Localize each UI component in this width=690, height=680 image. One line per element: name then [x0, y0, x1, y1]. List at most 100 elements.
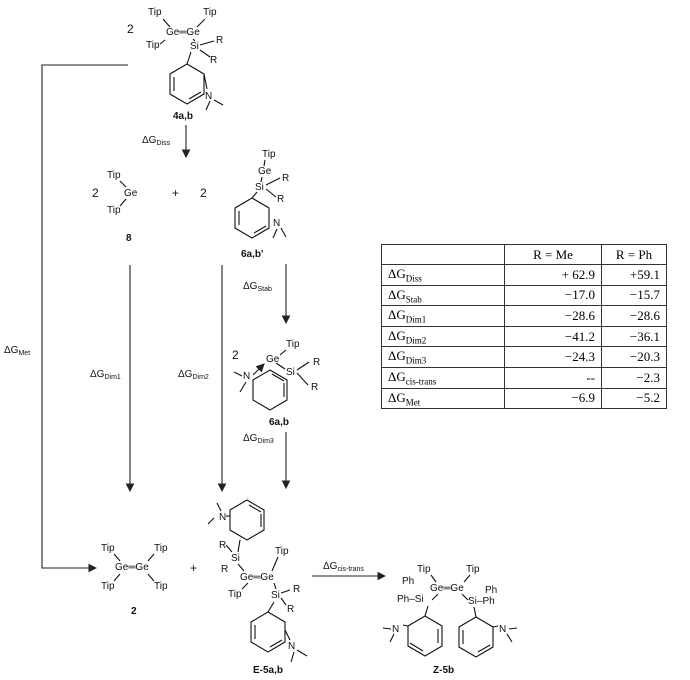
atom-label: Tip	[107, 170, 121, 181]
compound-Z5b: Tip Tip Ph Ge═Ge Ph Ph–Si Si–Ph N N Z-5b	[382, 564, 518, 676]
atom-label: Si	[271, 590, 280, 601]
value-me: −24.3	[504, 346, 602, 368]
value-ph: −15.7	[601, 284, 667, 307]
atom-label: Tip	[262, 149, 276, 160]
arrow-label-dim1: ΔGDim1	[90, 369, 121, 381]
atom-label: Ge═Ge	[430, 583, 464, 594]
value-ph: −36.1	[601, 325, 667, 348]
atom-label: Tip	[146, 40, 160, 51]
atom-label: Si	[286, 367, 295, 378]
atom-label: Tip	[275, 546, 289, 557]
atom-label: R	[293, 584, 300, 595]
value-ph: −2.3	[601, 366, 667, 389]
atom-label: Ge	[258, 166, 272, 177]
compound-label: 6a,b'	[241, 249, 263, 260]
atom-label: N	[392, 624, 399, 635]
atom-label: N	[288, 641, 295, 652]
table-row: ΔGStab −17.0 −15.7	[381, 284, 667, 307]
arrow-label-met: ΔGMet	[4, 345, 30, 357]
arrow-label-diss: ΔGDiss	[142, 135, 171, 147]
atom-label: Ph–Si	[397, 594, 424, 605]
value-ph: −5.2	[601, 387, 667, 410]
column-header	[381, 244, 505, 265]
coefficient: 2	[127, 22, 134, 36]
arrow-label-stab: ΔGStab	[243, 281, 272, 293]
atom-label: Ge═Ge	[240, 572, 274, 583]
plus-sign: +	[190, 561, 197, 575]
arrow-met	[41, 64, 128, 573]
atom-label: Si–Ph	[468, 596, 495, 607]
compound-label: 2	[131, 606, 137, 617]
arrow-label-dim3: ΔGDim3	[243, 433, 274, 445]
compound-E5ab: N R Si R Tip Ge═Ge Tip Si R R N E-5a,b	[207, 499, 308, 676]
atom-label: Si	[255, 182, 264, 193]
atom-label: Tip	[107, 205, 121, 216]
compound-label: 8	[126, 233, 132, 244]
energy-term: ΔGDim1	[381, 305, 505, 327]
value-ph: −20.3	[601, 346, 667, 368]
energy-term: ΔGStab	[381, 284, 505, 307]
atom-label: Tip	[417, 564, 431, 575]
energy-table: R = Me R = Ph ΔGDiss + 62.9 +59.1 ΔGStab…	[381, 244, 667, 410]
table-row: ΔGMet −6.9 −5.2	[381, 387, 667, 410]
value-me: --	[504, 366, 602, 389]
atom-label: Ge	[124, 188, 138, 199]
atom-label: R	[282, 173, 289, 184]
coefficient: 2	[232, 348, 239, 362]
compound-4ab: 2 Tip Tip Ge═Ge Tip Si R R N 4a,b	[127, 7, 224, 122]
energy-term: ΔGcis-trans	[381, 366, 505, 389]
atom-label: R	[287, 604, 294, 615]
atom-label: Tip	[154, 581, 168, 592]
coefficient: 2	[92, 186, 99, 200]
table-row: ΔGcis-trans -- −2.3	[381, 366, 667, 389]
compound-6abp: 2 Tip Ge Si R R N 6a,b'	[200, 149, 289, 260]
value-me: −41.2	[504, 325, 602, 348]
atom-label: Tip	[101, 581, 115, 592]
compound-label: Z-5b	[433, 665, 454, 676]
atom-label: Si	[190, 41, 199, 52]
compound-2: Tip Tip Ge═Ge Tip Tip 2	[101, 543, 168, 617]
compound-label: 4a,b	[173, 111, 193, 122]
atom-label: Ge═Ge	[115, 562, 149, 573]
atom-label: N	[219, 512, 226, 523]
atom-label: Tip	[148, 7, 162, 18]
value-ph: −28.6	[601, 305, 667, 327]
atom-label: R	[277, 194, 284, 205]
energy-term: ΔGDim2	[381, 325, 505, 348]
atom-label: Ge═Ge	[166, 27, 200, 38]
table-row: ΔGDim3 −24.3 −20.3	[381, 346, 667, 368]
atom-label: Ge	[266, 354, 280, 365]
atom-label: R	[311, 382, 318, 393]
compound-label: E-5a,b	[253, 665, 283, 676]
atom-label: N	[205, 91, 212, 102]
atom-label: N	[499, 624, 506, 635]
column-header: R = Me	[504, 244, 602, 265]
atom-label: Tip	[101, 543, 115, 554]
compound-8: 2 Tip Ge Tip 8	[92, 170, 138, 244]
table-row: ΔGDim1 −28.6 −28.6	[381, 305, 667, 327]
atom-label: R	[313, 357, 320, 368]
arrow-label-dim2: ΔGDim2	[178, 369, 209, 381]
value-me: −17.0	[504, 284, 602, 307]
table-header-row: R = Me R = Ph	[381, 244, 667, 265]
value-me: + 62.9	[504, 264, 602, 286]
arrow-label-cis-trans: ΔGcis-trans	[323, 561, 364, 573]
atom-label: R	[216, 35, 223, 46]
plus-sign: +	[172, 186, 179, 200]
energy-term: ΔGDiss	[381, 264, 505, 286]
compound-label: 6a,b	[269, 417, 289, 428]
atom-label: Tip	[466, 564, 480, 575]
value-me: −28.6	[504, 305, 602, 327]
atom-label: Tip	[203, 7, 217, 18]
atom-label: N	[243, 371, 250, 382]
energy-term: ΔGMet	[381, 387, 505, 410]
coefficient: 2	[200, 186, 207, 200]
atom-label: Tip	[154, 543, 168, 554]
atom-label: Si	[231, 553, 240, 564]
atom-label: Tip	[228, 589, 242, 600]
column-header: R = Ph	[601, 244, 667, 265]
atom-label: R	[210, 55, 217, 66]
atom-label: R	[219, 540, 226, 551]
table-row: ΔGDiss + 62.9 +59.1	[381, 264, 667, 286]
